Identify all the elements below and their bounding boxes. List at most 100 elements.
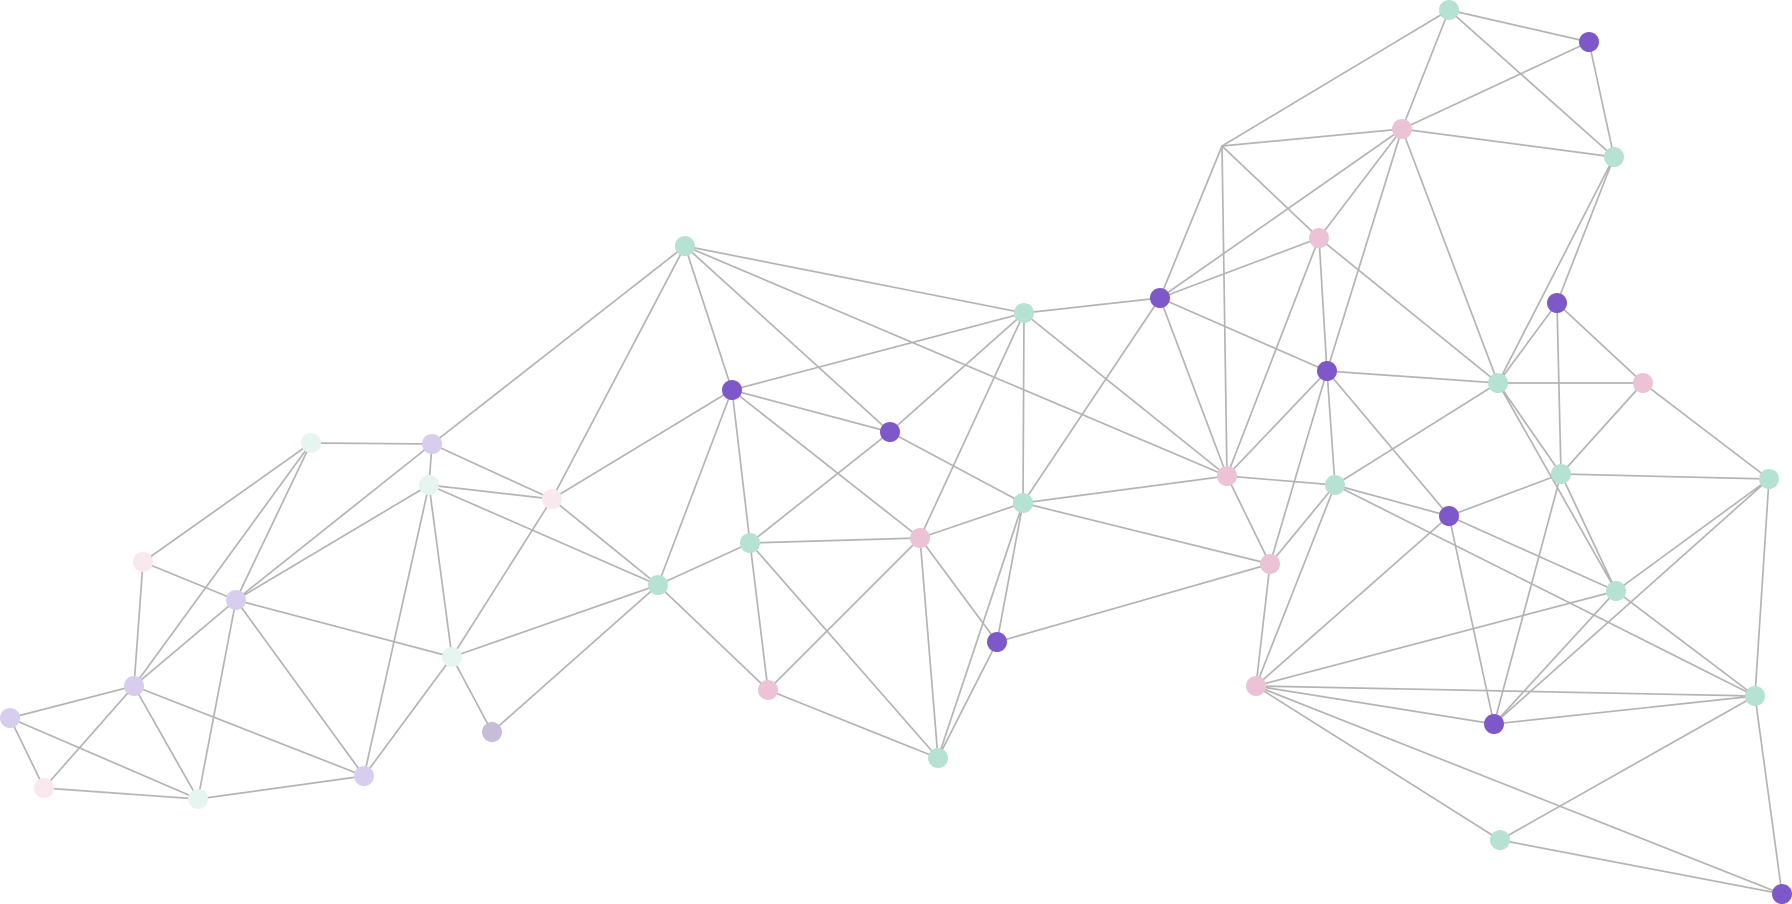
graph-node — [987, 632, 1007, 652]
graph-node — [1606, 581, 1626, 601]
edge — [1226, 370, 1328, 477]
edge — [731, 389, 921, 539]
edge — [1493, 695, 1756, 725]
graph-node — [740, 533, 760, 553]
edge — [1334, 382, 1499, 486]
edge — [684, 245, 733, 391]
edge — [142, 442, 312, 563]
graph-node — [419, 475, 439, 495]
edge — [235, 599, 365, 777]
edge — [1615, 478, 1770, 592]
graph-node — [880, 422, 900, 442]
graph-node — [1439, 0, 1459, 20]
edge — [1269, 370, 1328, 565]
graph-node — [354, 766, 374, 786]
edge — [749, 537, 921, 544]
edge — [1493, 590, 1617, 725]
graph-node — [1013, 493, 1033, 513]
edge — [43, 685, 135, 789]
edge — [431, 245, 686, 445]
graph-node — [1309, 228, 1329, 248]
edge — [731, 389, 751, 544]
edge — [1159, 145, 1223, 299]
edge — [1022, 502, 1271, 565]
edge — [1318, 237, 1499, 384]
edge — [235, 443, 433, 601]
edge — [1255, 515, 1450, 687]
edge — [1159, 297, 1228, 477]
edge — [1615, 590, 1756, 697]
edge — [1023, 312, 1228, 477]
edge — [363, 484, 430, 777]
edge — [1448, 473, 1562, 517]
edge — [1493, 478, 1770, 725]
edge — [551, 498, 659, 586]
graph-node — [1547, 293, 1567, 313]
edge — [889, 312, 1025, 433]
graph-node — [1488, 373, 1508, 393]
edge — [1556, 156, 1615, 304]
edge — [551, 245, 686, 500]
edge — [889, 431, 1024, 504]
edge — [1226, 475, 1336, 486]
edge — [1022, 297, 1161, 504]
edge — [1334, 484, 1756, 697]
graph-node — [1317, 361, 1337, 381]
graph-node — [1150, 288, 1170, 308]
graph-node — [1633, 373, 1653, 393]
edge — [1497, 156, 1615, 384]
edge — [1255, 685, 1756, 697]
edge — [1159, 237, 1320, 299]
graph-node — [758, 680, 778, 700]
graph-node — [124, 676, 144, 696]
graph-edges — [9, 9, 1783, 895]
graph-node — [0, 708, 20, 728]
edge — [919, 537, 998, 643]
graph-node — [1772, 884, 1792, 904]
edge — [1255, 590, 1617, 687]
graph-node — [928, 748, 948, 768]
graph-node — [188, 789, 208, 809]
edge — [1326, 370, 1499, 384]
edge — [235, 599, 453, 658]
edge — [919, 502, 1024, 539]
edge — [133, 561, 144, 687]
edge — [197, 599, 237, 800]
edge — [428, 484, 453, 658]
edge — [1255, 484, 1336, 687]
edge — [1754, 695, 1783, 895]
graph-node — [648, 575, 668, 595]
edge — [133, 442, 312, 687]
graph-node — [226, 590, 246, 610]
edge — [1401, 128, 1499, 384]
graph-node — [442, 647, 462, 667]
edge — [428, 484, 659, 586]
edge — [731, 312, 1025, 391]
edge — [731, 389, 891, 433]
edge — [657, 584, 769, 691]
edge — [9, 717, 199, 800]
edge — [1334, 484, 1450, 517]
edge — [1448, 515, 1495, 725]
edge — [996, 563, 1271, 643]
edge — [749, 542, 939, 759]
graph-node — [1604, 147, 1624, 167]
edge — [1022, 312, 1025, 504]
edge — [1499, 839, 1783, 895]
edge — [1560, 473, 1617, 592]
edge — [1269, 484, 1336, 565]
edge — [919, 312, 1025, 539]
edge — [1401, 41, 1590, 130]
edge — [937, 502, 1024, 759]
edge — [142, 561, 237, 601]
edge — [1326, 370, 1450, 517]
graph-node — [482, 722, 502, 742]
edge — [1255, 685, 1501, 841]
graph-node — [34, 778, 54, 798]
edge — [451, 584, 659, 658]
graph-node — [910, 528, 930, 548]
edge — [1221, 9, 1450, 147]
graph-node — [722, 380, 742, 400]
graph-node — [1392, 119, 1412, 139]
